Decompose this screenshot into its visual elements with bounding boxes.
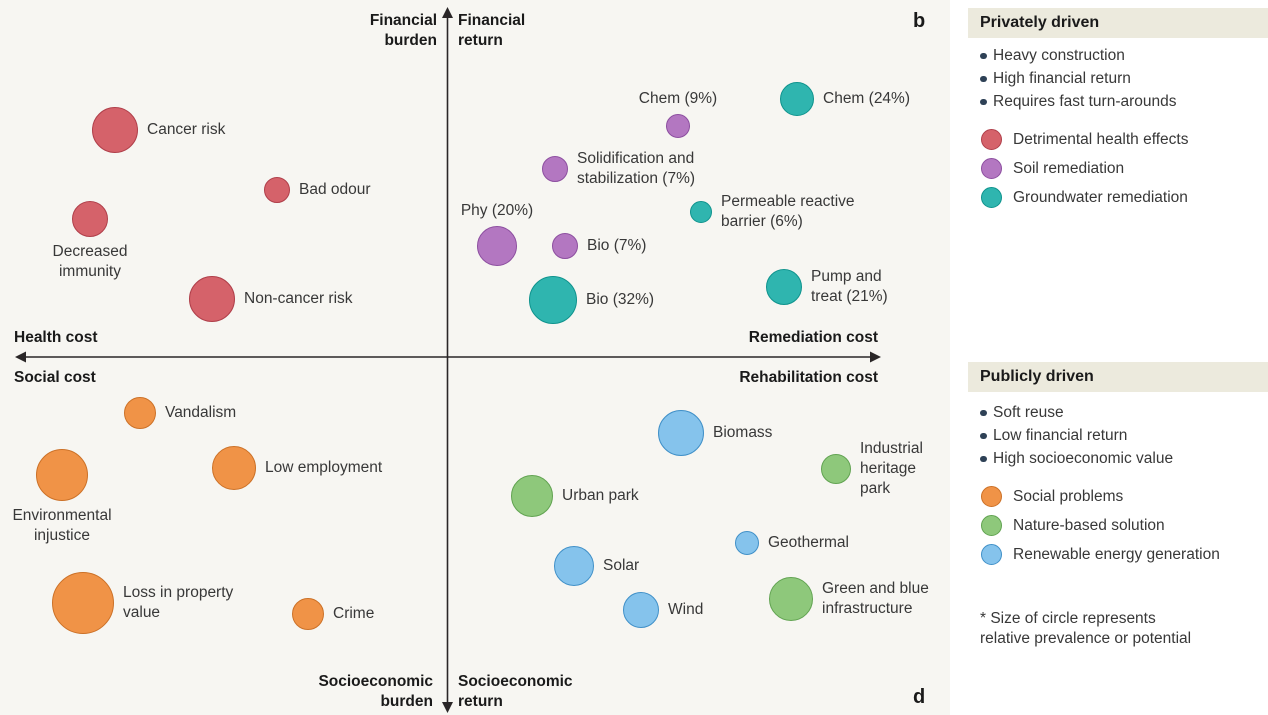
publicly-driven-header: Publicly driven <box>968 362 1268 392</box>
bubble-bio-7 <box>552 233 578 259</box>
axis-label-health-cost: Health cost <box>14 329 98 346</box>
bubble-bio-32 <box>529 276 577 324</box>
bullet-item: High socioeconomic value <box>980 447 1264 470</box>
bubble-chem-24 <box>780 82 814 116</box>
privately-driven-title: Privately driven <box>980 14 1100 31</box>
axis-label-socioeconomic-return: Socioeconomic return <box>458 673 573 710</box>
bubble-label-bio-32: Bio (32%) <box>586 291 655 308</box>
bubble-solidification-and-stabilization-7 <box>542 156 568 182</box>
size-footnote: * Size of circle represents relative pre… <box>980 610 1192 647</box>
legend-item: Detrimental health effects <box>981 125 1264 154</box>
bubble-label-cancer-risk: Cancer risk <box>147 121 226 138</box>
bubble-label-solidification-and-stabilization-7: Solidification and stabilization (7%) <box>577 150 696 187</box>
bubble-urban-park <box>511 475 553 517</box>
bullet-item: High financial return <box>980 67 1264 90</box>
legend-label: Social problems <box>1013 487 1124 505</box>
bubble-solar <box>554 546 594 586</box>
bubble-label-loss-in-property-value: Loss in property value <box>123 584 234 621</box>
legend-label: Detrimental health effects <box>1013 130 1189 148</box>
arrow-left-icon <box>15 351 26 363</box>
axis-label-remediation-cost: Remediation cost <box>748 329 878 346</box>
bubble-label-environmental-injustice: Environmental injustice <box>12 507 112 544</box>
bubble-label-crime: Crime <box>333 605 375 622</box>
legend-item: Social problems <box>981 482 1264 511</box>
legend-item: Groundwater remediation <box>981 183 1264 212</box>
bubble-green-and-blue-infrastructure <box>769 577 813 621</box>
axis-label-rehabilitation-cost: Rehabilitation cost <box>739 369 878 386</box>
bubble-label-solar: Solar <box>603 557 640 574</box>
arrow-right-icon <box>870 351 881 363</box>
bubble-phy-20 <box>477 226 517 266</box>
legend-swatch-icon <box>981 187 1002 208</box>
bubble-permeable-reactive-barrier-6 <box>690 201 712 223</box>
axes <box>15 7 881 713</box>
legend-item: Renewable energy generation <box>981 540 1264 569</box>
bubble-bad-odour <box>264 177 290 203</box>
legend-item: Nature-based solution <box>981 511 1264 540</box>
legend-label: Soil remediation <box>1013 159 1125 177</box>
bubble-geothermal <box>735 531 759 555</box>
bubble-label-bad-odour: Bad odour <box>299 181 371 198</box>
bubble-label-pump-and-treat-21: Pump and treat (21%) <box>811 268 888 305</box>
legend-swatch-icon <box>981 544 1002 565</box>
legend-label: Groundwater remediation <box>1013 188 1188 206</box>
legend-label: Nature-based solution <box>1013 516 1165 534</box>
bubble-label-green-and-blue-infrastructure: Green and blue infrastructure <box>822 580 929 617</box>
bubble-label-biomass: Biomass <box>713 424 773 441</box>
bubble-loss-in-property-value <box>52 572 114 634</box>
legend-label: Renewable energy generation <box>1013 545 1220 563</box>
bubble-biomass <box>658 410 704 456</box>
bubble-vandalism <box>124 397 156 429</box>
bubble-decreased-immunity <box>72 201 108 237</box>
bubble-crime <box>292 598 324 630</box>
legend-swatch-icon <box>981 515 1002 536</box>
vertical-axis <box>442 7 453 713</box>
bubble-label-vandalism: Vandalism <box>165 404 237 421</box>
panel-letter-b: b <box>913 10 926 32</box>
bubble-low-employment <box>212 446 256 490</box>
bubble-label-wind: Wind <box>668 601 704 618</box>
bubble-label-decreased-immunity: Decreased immunity <box>52 243 128 280</box>
bubble-environmental-injustice <box>36 449 88 501</box>
bullet-item: Requires fast turn-arounds <box>980 90 1264 113</box>
bullet-item: Soft reuse <box>980 401 1264 424</box>
privately-driven-header: Privately driven <box>968 8 1268 38</box>
bubble-label-phy-20: Phy (20%) <box>460 202 534 219</box>
bubble-cancer-risk <box>92 107 138 153</box>
bubble-pump-and-treat-21 <box>766 269 802 305</box>
bubble-label-non-cancer-risk: Non-cancer risk <box>244 290 353 307</box>
bubble-label-industrial-heritage-park: Industrial heritage park <box>860 440 923 497</box>
bubble-label-low-employment: Low employment <box>265 459 383 476</box>
bubble-label-chem-9: Chem (9%) <box>638 90 718 107</box>
axis-label-financial-return: Financial return <box>458 12 526 49</box>
axis-label-financial-burden: Financial burden <box>369 12 437 49</box>
bullet-item: Low financial return <box>980 424 1264 447</box>
legend-swatch-icon <box>981 158 1002 179</box>
bubble-label-geothermal: Geothermal <box>768 534 849 551</box>
bubble-label-bio-7: Bio (7%) <box>587 237 647 254</box>
legend-swatch-icon <box>981 129 1002 150</box>
arrow-down-icon <box>442 702 453 713</box>
horizontal-axis <box>15 351 881 363</box>
axis-label-social-cost: Social cost <box>14 369 96 386</box>
legend-swatch-icon <box>981 486 1002 507</box>
bubble-label-chem-24: Chem (24%) <box>823 90 910 107</box>
bubble-wind <box>623 592 659 628</box>
bubble-label-urban-park: Urban park <box>562 487 639 504</box>
bubble-non-cancer-risk <box>189 276 235 322</box>
bullet-item: Heavy construction <box>980 44 1264 67</box>
bubble-industrial-heritage-park <box>821 454 851 484</box>
arrow-up-icon <box>442 7 453 18</box>
bubble-label-permeable-reactive-barrier-6: Permeable reactive barrier (6%) <box>721 193 855 230</box>
axis-label-socioeconomic-burden: Socioeconomic burden <box>318 673 433 710</box>
bubble-chem-9 <box>666 114 690 138</box>
panel-letter-d: d <box>913 686 926 708</box>
legend-item: Soil remediation <box>981 154 1264 183</box>
publicly-driven-title: Publicly driven <box>980 368 1094 385</box>
